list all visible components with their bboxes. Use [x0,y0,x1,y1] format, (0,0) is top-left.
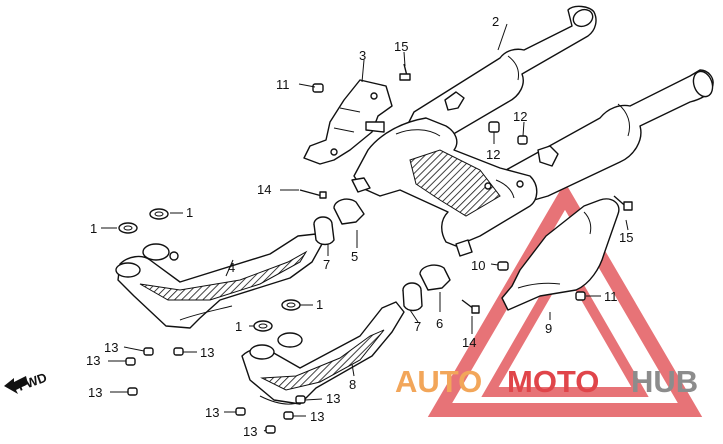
fasteners [125,63,633,434]
label-part-12-b: 12 [486,147,500,162]
clamps [313,198,451,312]
label-part-1-b: 1 [90,221,97,236]
label-part-13-a: 13 [104,340,118,355]
watermark-logo [427,182,703,417]
exhaust-pipe-part-8 [241,301,405,405]
watermark-moto: MOTO [507,364,599,399]
watermark-hub: HUB [631,364,698,399]
label-part-13-c: 13 [200,345,214,360]
label-part-1-d: 1 [235,319,242,334]
label-part-2: 2 [492,14,499,29]
label-part-1-a: 1 [186,205,193,220]
gaskets [118,208,301,332]
muffler-lower [499,69,714,205]
label-part-9: 9 [545,321,552,336]
label-part-13-b: 13 [86,353,100,368]
watermark-text: AUTO MOTO HUB [395,364,698,399]
label-part-6: 6 [436,316,443,331]
heat-shield-part-9 [501,198,620,311]
label-part-13-f: 13 [326,391,340,406]
label-part-14-b: 14 [462,335,476,350]
label-part-1-c: 1 [316,297,323,312]
forward-arrow-icon: FWD [4,370,49,394]
label-part-13-h: 13 [310,409,324,424]
label-part-7-a: 7 [323,257,330,272]
label-part-5: 5 [351,249,358,264]
muffler-upper [405,5,597,143]
label-part-15-top: 15 [394,39,408,54]
label-part-7-b: 7 [414,319,421,334]
label-part-14-a: 14 [257,182,271,197]
label-part-11-top: 11 [276,77,290,92]
bracket-part-3 [303,79,393,165]
label-part-13-e: 13 [205,405,219,420]
label-part-11-b: 11 [604,289,618,304]
label-part-3: 3 [359,48,366,63]
label-part-10: 10 [471,258,485,273]
label-part-13-d: 13 [88,385,102,400]
fwd-label: FWD [16,370,49,394]
part-labels: 2 3 15 11 12 12 1 1 14 5 7 4 15 10 6 7 1… [86,14,633,439]
label-part-13-g: 13 [243,424,257,439]
label-part-4: 4 [228,260,235,275]
label-part-8: 8 [349,377,356,392]
leader-lines [101,23,629,432]
watermark-auto: AUTO [395,364,482,399]
collector-chamber [351,117,538,257]
exhaust-pipe-part-4 [115,233,323,329]
label-part-15-b: 15 [619,230,633,245]
label-part-12-a: 12 [513,109,527,124]
